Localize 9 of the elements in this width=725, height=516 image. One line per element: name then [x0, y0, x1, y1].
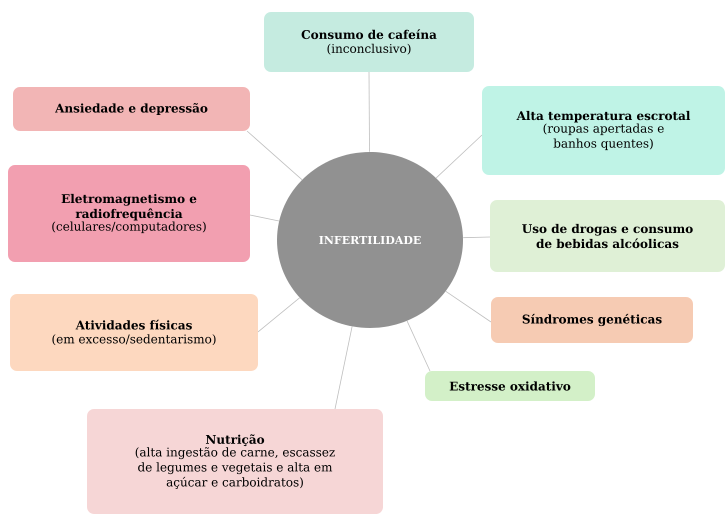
topic-box: Nutrição (alta ingestão de carne, escassez de legumes e vegetais e alta em açúcar e carboidratos)	[87, 409, 383, 514]
topic-box: Uso de drogas e consumo de bebidas alcóolicas	[490, 200, 725, 272]
topic-box: Eletromagnetismo e radiofrequência (celulares/computadores)	[8, 165, 250, 262]
topic-box: Alta temperatura escrotal (roupas apertadas e banhos quentes)	[482, 86, 725, 175]
topic-box: Estresse oxidativo	[425, 371, 595, 401]
topic-box: Consumo de cafeína (inconclusivo)	[264, 12, 474, 72]
topic-box: Síndromes genéticas	[491, 297, 693, 343]
topic-box: Atividades físicas (em excesso/sedentarismo)	[10, 294, 258, 371]
topic-box: Ansiedade e depressão	[13, 87, 250, 131]
